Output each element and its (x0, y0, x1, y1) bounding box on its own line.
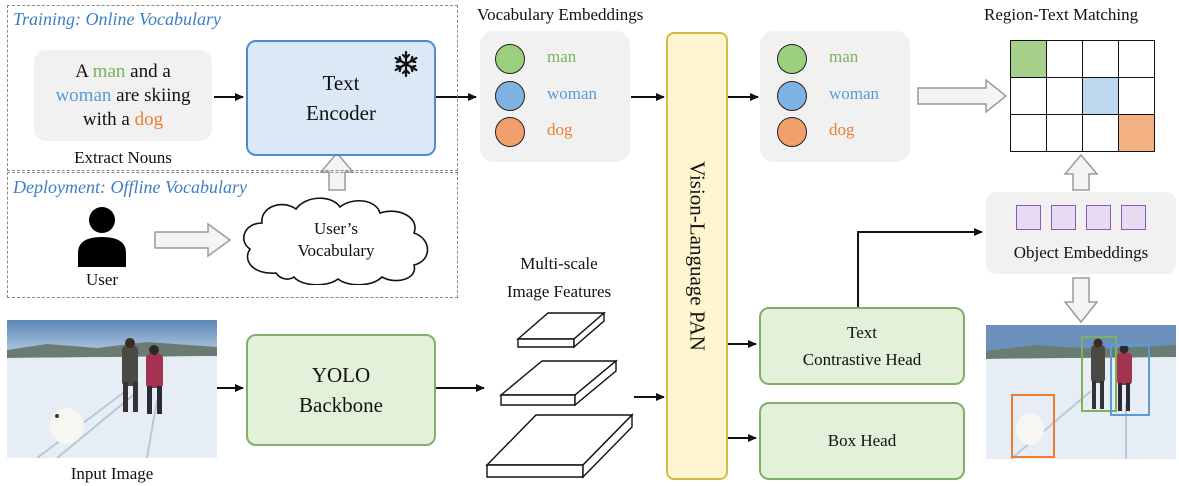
vocab-word-dog: dog (547, 120, 573, 139)
object-embedding-square (1051, 205, 1076, 230)
multiscale-line1: Multi-scale (520, 254, 598, 273)
vision-language-pan: Vision-Language PAN (666, 32, 728, 480)
text-contrastive-head-box: Text Contrastive Head (759, 307, 965, 385)
yolo-backbone-box: YOLO Backbone (246, 334, 436, 446)
vocab-out-word-dog: dog (829, 120, 855, 139)
box-head-label: Box Head (827, 431, 897, 450)
multiscale-caption: Multi-scale Image Features (484, 250, 634, 306)
matching-cell (1046, 40, 1083, 78)
matching-cell (1118, 77, 1155, 115)
input-image (7, 320, 217, 458)
cloud-text: User’s Vocabulary (256, 210, 416, 270)
caption-line-1: A man and a (75, 60, 171, 84)
matching-cell (1082, 114, 1119, 152)
object-embeddings-label: Object Embeddings (1013, 243, 1149, 262)
yolo-line2: Backbone (299, 393, 383, 417)
detection-box-man (1081, 336, 1117, 412)
deployment-title: Deployment: Offline Vocabulary (13, 177, 247, 197)
vocab-word-man: man (547, 47, 577, 66)
arrow-head-to-object-emb (857, 228, 983, 307)
hollow-arrow-to-matching (917, 78, 1008, 114)
matching-cell (1010, 77, 1047, 115)
caption-word: are skiing (111, 84, 191, 106)
matching-cell (1082, 77, 1119, 115)
text-encoder-line2: Encoder (306, 101, 376, 125)
vocab-embeddings-panel: man woman dog (480, 31, 630, 162)
matching-cell (1010, 40, 1047, 78)
text-encoder-box: Text Encoder (246, 40, 436, 156)
cloud-line1: User’s (313, 219, 359, 238)
snowflake-icon (394, 50, 418, 78)
vocab-out-circle-dog (777, 117, 807, 147)
region-text-title: Region-Text Matching (984, 5, 1139, 24)
caption-word: with a (82, 108, 135, 130)
matching-cell (1046, 114, 1083, 152)
matching-cell (1046, 77, 1083, 115)
object-embeddings-panel: Object Embeddings (986, 192, 1176, 274)
text-head-line2: Contrastive Head (802, 350, 922, 369)
matching-cell (1010, 114, 1047, 152)
output-image (986, 325, 1176, 459)
vocab-circle-man (495, 44, 525, 74)
caption-word: A (75, 60, 93, 82)
caption-line-3: with a dog (83, 108, 163, 132)
vocab-circle-woman (495, 81, 525, 111)
person-icon (78, 207, 126, 267)
deployment-region (7, 172, 458, 298)
caption-noun-woman: woman (55, 84, 112, 106)
vocab-embeddings-title: Vocabulary Embeddings (477, 5, 644, 24)
text-encoder-line1: Text (322, 71, 360, 95)
caption-noun-man: man (92, 60, 126, 82)
caption-word: and a (125, 60, 171, 82)
matching-cell (1118, 40, 1155, 78)
hollow-arrow-objemb-to-output (1063, 277, 1099, 324)
user-label: User (85, 270, 119, 289)
multiscale-line2: Image Features (506, 282, 612, 301)
box-head-box: Box Head (759, 402, 965, 480)
caption-noun-dog: dog (134, 108, 164, 130)
hollow-arrow-user-to-cloud (154, 222, 232, 258)
cloud-line2: Vocabulary (297, 241, 375, 260)
object-embedding-square (1086, 205, 1111, 230)
matching-cell (1082, 40, 1119, 78)
object-embedding-square (1121, 205, 1146, 230)
caption-box: A man and a woman are skiing with a dog (34, 50, 212, 141)
vocab-circle-dog (495, 117, 525, 147)
multiscale-feature-stack (485, 311, 634, 479)
vocab-out-word-man: man (829, 47, 859, 66)
detection-box-woman (1110, 344, 1150, 416)
caption-line-2: woman are skiing (55, 84, 190, 108)
yolo-line1: YOLO (311, 363, 371, 387)
vocab-word-woman: woman (547, 84, 598, 103)
matching-cell (1118, 114, 1155, 152)
pan-label: Vision-Language PAN (685, 161, 710, 351)
input-image-label: Input Image (70, 464, 154, 483)
hollow-arrow-objemb-to-matching (1063, 153, 1099, 191)
extract-nouns-label: Extract Nouns (74, 148, 172, 167)
detection-box-dog (1011, 394, 1055, 458)
vocab-out-word-woman: woman (829, 84, 880, 103)
vocab-out-circle-woman (777, 81, 807, 111)
vocab-embeddings-out-panel: man woman dog (760, 31, 910, 162)
training-title: Training: Online Vocabulary (13, 9, 221, 29)
cloud-icon (242, 197, 429, 285)
training-region (7, 5, 458, 171)
text-head-line1: Text (847, 323, 877, 342)
region-text-grid (1010, 40, 1155, 152)
vocab-out-circle-man (777, 44, 807, 74)
object-embedding-square (1016, 205, 1041, 230)
